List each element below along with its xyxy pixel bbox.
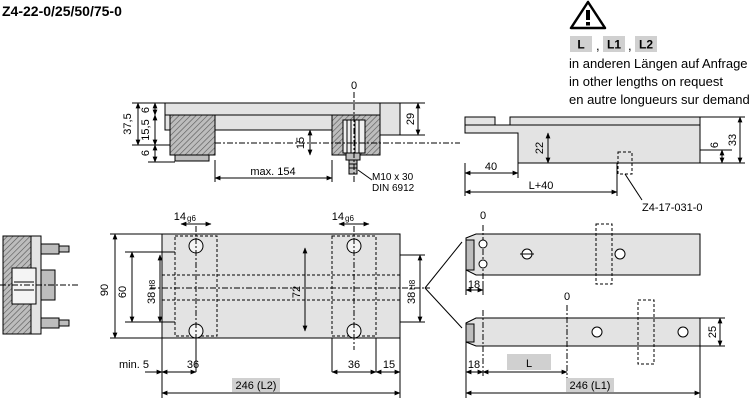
- length-tag-l: [570, 36, 592, 52]
- dim-right-height: 29: [405, 113, 417, 125]
- dim-length: L+40: [529, 180, 554, 192]
- dim-middle: 15,5: [140, 119, 152, 140]
- dim-bore-right-spacing-tol: H8: [408, 279, 417, 290]
- dim-upper-offset: 18: [468, 279, 480, 291]
- section-view: [0, 235, 80, 335]
- length-tag-l-label: L: [577, 38, 584, 52]
- dim-bore-right-tol: g6: [345, 214, 354, 223]
- dim-total-height: 37,5: [122, 113, 134, 134]
- bar-views: [465, 223, 725, 398]
- upper-datum-label: 0: [480, 210, 486, 222]
- dim-bar-length: L: [526, 358, 532, 370]
- bar-labels: 0 18 0 18 L 25 246 (L1): [468, 210, 719, 392]
- dim-bore-left-spacing: 38: [146, 292, 158, 304]
- screw-standard: DIN 6912: [372, 183, 415, 194]
- dim-bore-left-tol: g6: [187, 214, 196, 223]
- dim-thickness: 6: [709, 142, 721, 148]
- dim-total: 33: [727, 134, 739, 146]
- top-view-labels: 14 g6 14 g6 90 60 38 H8 72 38 H8 min. 5 …: [99, 211, 418, 392]
- length-tag-l2: [635, 36, 657, 52]
- warning-note: L , L1 , L2 in anderen Längen auf Anfrag…: [569, 0, 750, 107]
- length-tag-l2-label: L2: [639, 38, 653, 52]
- screw-shank: [348, 159, 358, 175]
- length-tag-l1-label: L1: [607, 38, 621, 52]
- note-line-en: in other lengths on request: [569, 74, 723, 89]
- dim-width: 90: [99, 284, 111, 296]
- bar-lower: [465, 317, 701, 347]
- datum-label: 0: [351, 80, 357, 92]
- end-view: [464, 116, 745, 201]
- dim-bore-left-spacing-tol: H8: [148, 279, 157, 290]
- side-view-labels: 0 37,5 6 15,5 6 15 29 max. 154 M10 x 30 …: [122, 80, 417, 194]
- dim-total-l2: 246 (L2): [236, 380, 277, 392]
- length-tag-l1: [603, 36, 625, 52]
- top-view: [110, 221, 463, 398]
- rail-top: [164, 102, 401, 116]
- base-plate: [161, 233, 401, 339]
- dim-bore-right: 14: [332, 211, 344, 223]
- note-line-de: in anderen Längen auf Anfrage: [569, 56, 748, 71]
- dim-height: 22: [534, 142, 546, 154]
- dim-right: 36: [348, 359, 360, 371]
- dim-max: max. 154: [250, 166, 295, 178]
- dim-min: min. 5: [119, 359, 149, 371]
- bar-total-tag: [566, 378, 614, 392]
- bar-upper: [465, 233, 701, 276]
- note-separator: ,: [596, 38, 600, 53]
- bar-length-tag: [507, 354, 551, 370]
- dim-bar-height: 25: [707, 326, 719, 338]
- note-separator: ,: [628, 38, 632, 53]
- dim-inner: 15: [295, 137, 307, 149]
- dim-bottom: 6: [140, 150, 152, 156]
- dim-bore-left: 14: [174, 211, 186, 223]
- dim-inner-width: 60: [117, 286, 129, 298]
- side-view: [132, 92, 460, 182]
- ref-part: Z4-17-031-0: [642, 202, 703, 214]
- dim-lower-offset: 18: [468, 359, 480, 371]
- dim-total-l1: 246 (L1): [570, 380, 611, 392]
- end-view-labels: 40 22 L+40 6 33 Z4-17-031-0: [485, 134, 739, 214]
- dim-bore-right-spacing: 38: [406, 292, 418, 304]
- dim-top: 6: [140, 107, 152, 113]
- dim-left: 36: [187, 359, 199, 371]
- dim-center: 72: [291, 286, 303, 298]
- dim-offset: 40: [485, 161, 497, 173]
- dim-edge: 15: [383, 359, 395, 371]
- lower-datum-label: 0: [564, 291, 570, 303]
- total-length-tag: [232, 378, 280, 392]
- part-code-title: Z4-22-0/25/50/75-0: [2, 3, 122, 19]
- left-clamp-block: [169, 114, 216, 156]
- warning-triangle-icon: [569, 0, 607, 30]
- screw-head: [345, 152, 361, 161]
- screw-spec: M10 x 30: [372, 172, 414, 183]
- note-line-fr: en autre longueurs sur demande: [569, 92, 750, 107]
